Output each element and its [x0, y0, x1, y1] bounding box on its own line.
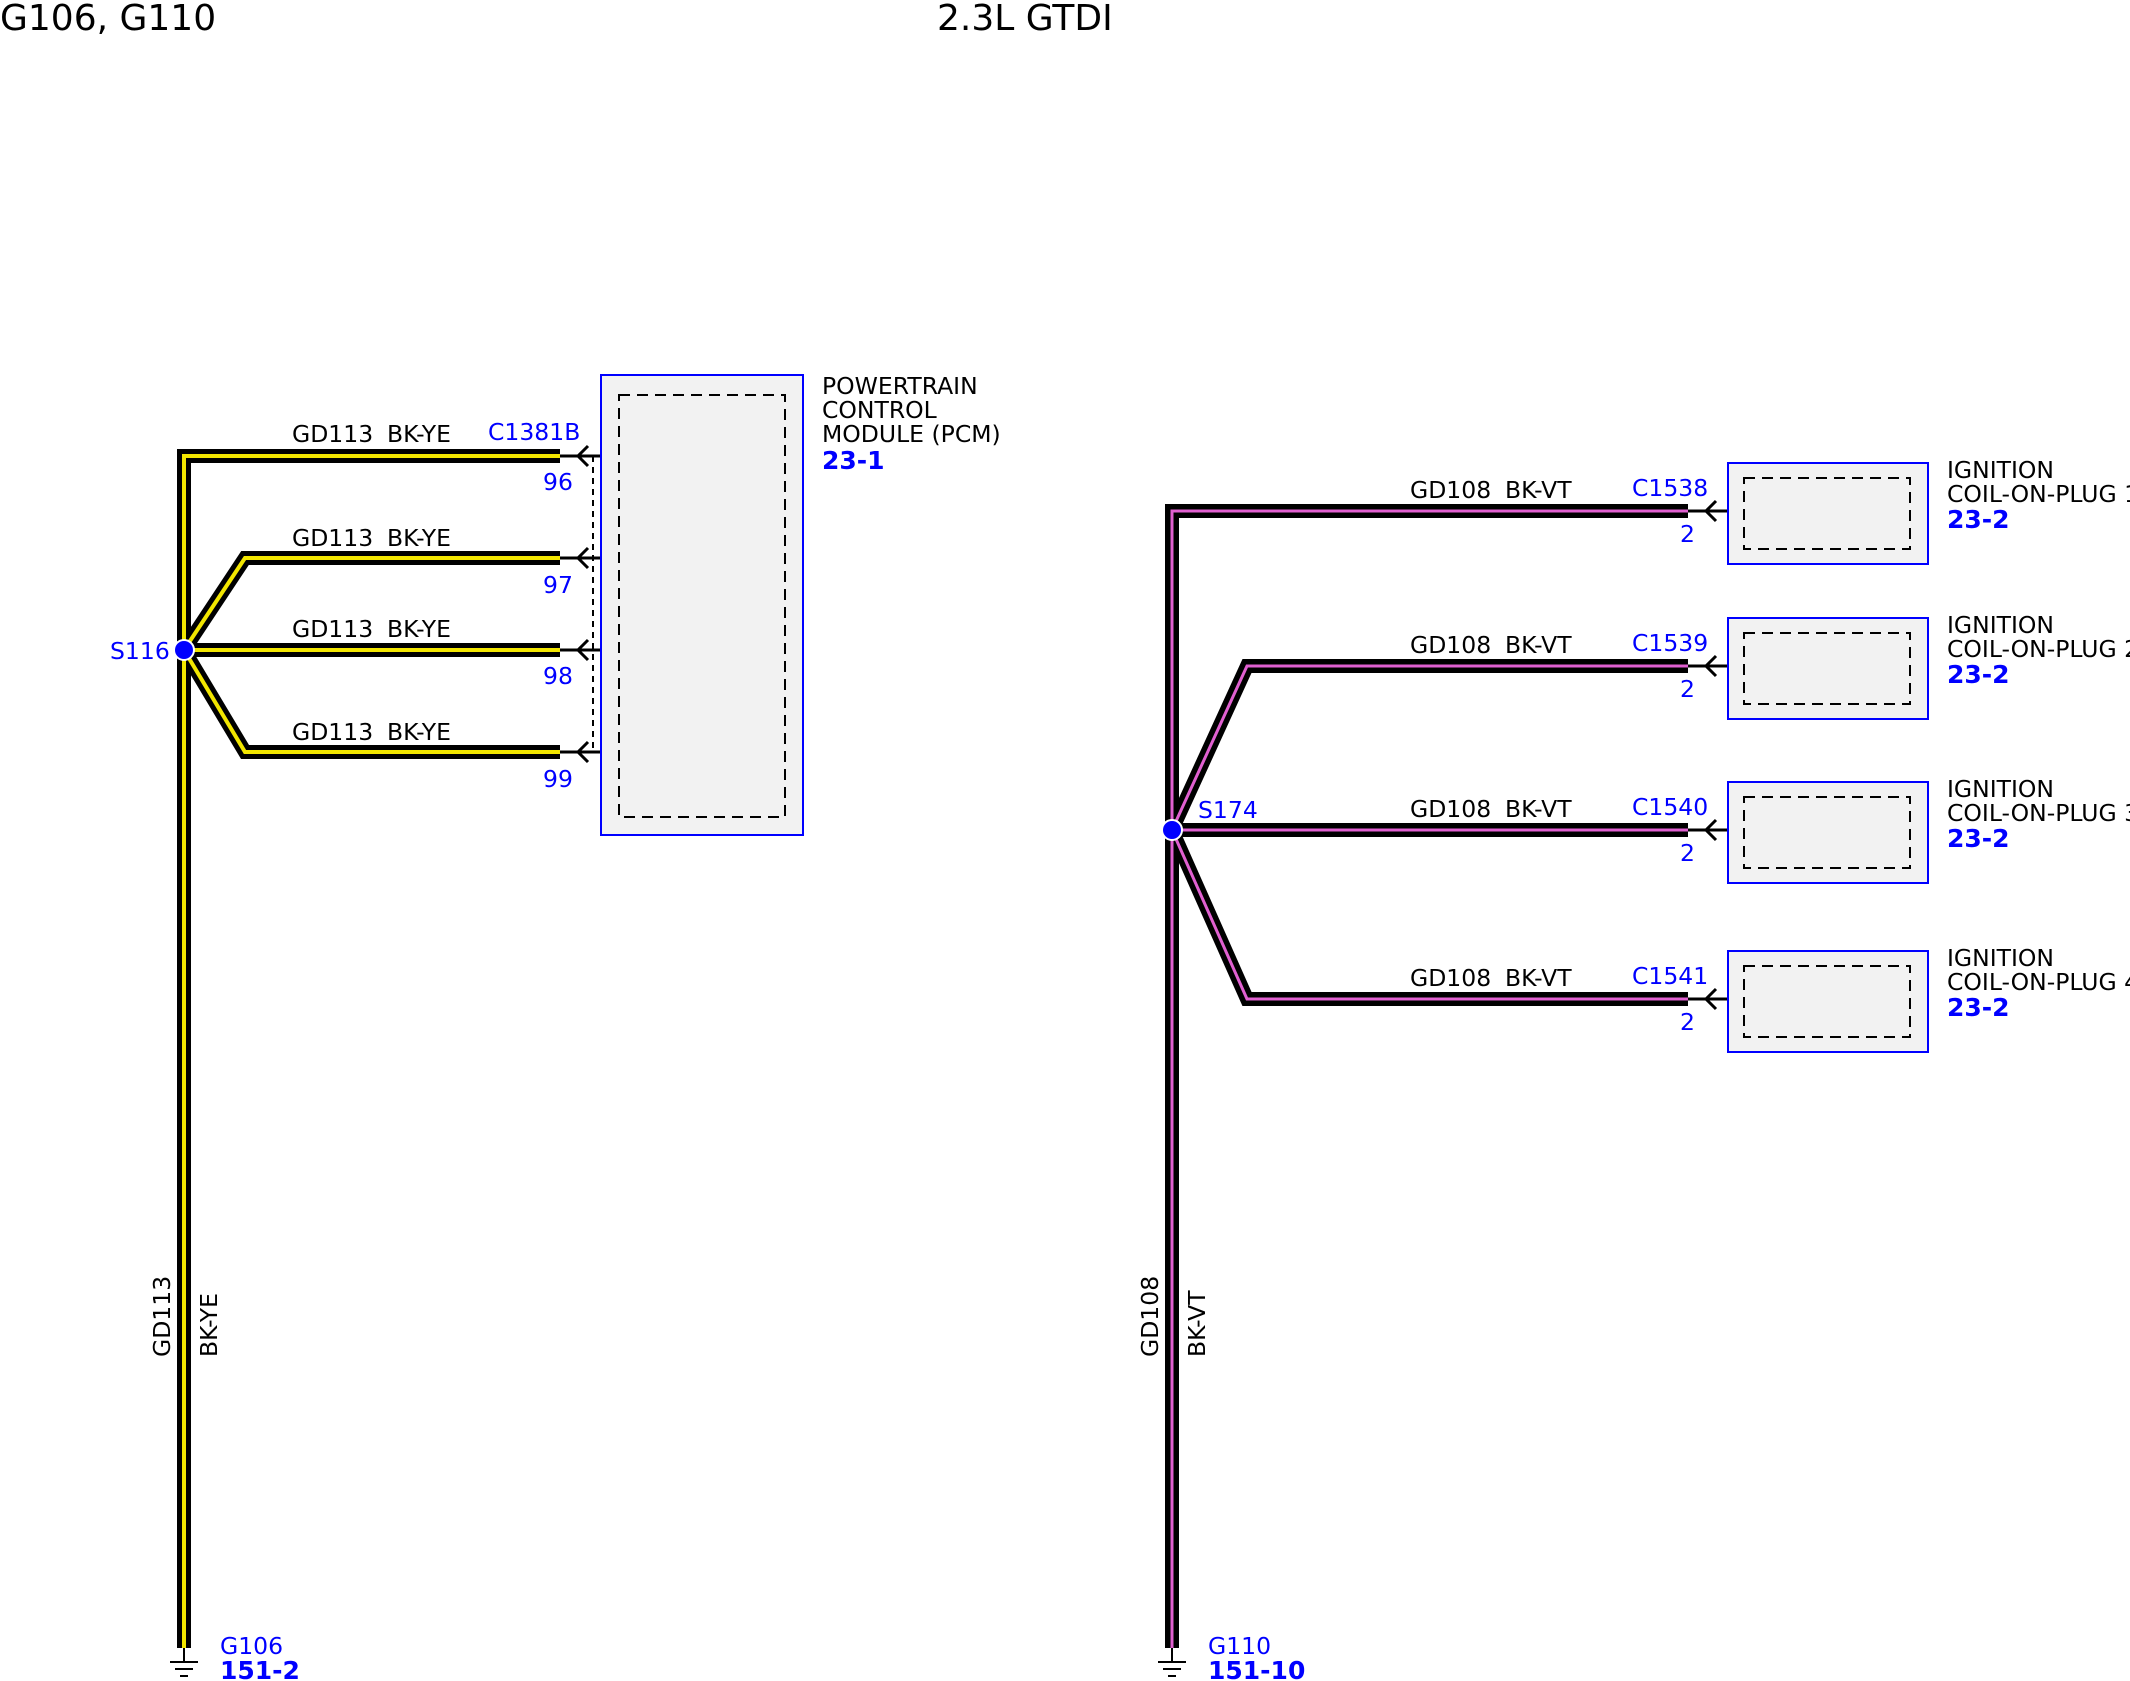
coil-name-line2: COIL-ON-PLUG 3	[1947, 799, 2130, 827]
connector-label: C1539	[1632, 629, 1708, 657]
pin-number: 2	[1680, 1008, 1695, 1036]
wire-label-color: BK-VT	[1505, 476, 1572, 504]
coil-name-line1: IGNITION	[1947, 944, 2054, 972]
pin-number: 99	[543, 765, 573, 793]
wire-label-color: BK-YE	[387, 718, 451, 746]
splice-s174-label: S174	[1198, 796, 1258, 824]
wire-label-circuit: GD108	[1410, 631, 1491, 659]
pin-number: 98	[543, 662, 573, 690]
left-circuit: S116 GD113 BK-YE GD113 BK-YE GD113 BK-YE…	[110, 372, 1001, 1681]
component-coil-2[interactable]	[1727, 617, 1929, 720]
wire-label-color: BK-VT	[1505, 795, 1572, 823]
component-coil-1[interactable]	[1727, 462, 1929, 565]
component-pcm-name-line3: MODULE (PCM)	[822, 420, 1001, 448]
coil-name-line2: COIL-ON-PLUG 1	[1947, 480, 2130, 508]
pin-number: 96	[543, 468, 573, 496]
ground-g110-label: G110	[1208, 1632, 1271, 1660]
wire-label-color: BK-YE	[387, 615, 451, 643]
coil-ref[interactable]: 23-2	[1947, 505, 2010, 534]
coil-name-line1: IGNITION	[1947, 775, 2054, 803]
splice-s116[interactable]	[173, 639, 195, 661]
ground-g110-icon	[1158, 1648, 1186, 1677]
component-pcm-ref[interactable]: 23-1	[822, 446, 885, 475]
wire-gd108-bundle	[1165, 504, 1688, 1648]
ground-g106-ref[interactable]: 151-2	[220, 1656, 300, 1681]
vertical-wire-color: BK-VT	[1183, 1290, 1211, 1357]
wire-gd113-bundle	[177, 449, 560, 1648]
connector-label: C1540	[1632, 793, 1708, 821]
component-coil-4[interactable]	[1727, 950, 1929, 1053]
ground-g110-ref[interactable]: 151-10	[1208, 1656, 1305, 1681]
ground-g106-icon	[170, 1648, 198, 1677]
header-ground-ids: G106, G110	[0, 0, 216, 39]
right-circuit: S174 GD108 BK-VT C1538 2 IGNITION COIL-O…	[1136, 456, 2130, 1681]
wire-label-circuit: GD108	[1410, 964, 1491, 992]
vertical-wire-color: BK-YE	[195, 1293, 223, 1357]
vertical-wire-circuit: GD113	[148, 1276, 176, 1357]
vertical-wire-circuit: GD108	[1136, 1276, 1164, 1357]
coil-ref[interactable]: 23-2	[1947, 660, 2010, 689]
wire-label-circuit: GD113	[292, 718, 373, 746]
splice-s174[interactable]	[1161, 819, 1183, 841]
connector-label: C1381B	[488, 418, 580, 446]
wire-label-color: BK-VT	[1505, 964, 1572, 992]
pin-number: 2	[1680, 520, 1695, 548]
coil-connector-pins	[1688, 499, 1743, 1011]
wire-label-circuit: GD113	[292, 615, 373, 643]
wire-label-color: BK-YE	[387, 524, 451, 552]
wire-label-circuit: GD108	[1410, 476, 1491, 504]
pin-number: 97	[543, 571, 573, 599]
coil-name-line1: IGNITION	[1947, 611, 2054, 639]
component-pcm-name-line2: CONTROL	[822, 396, 937, 424]
component-coil-3[interactable]	[1727, 781, 1929, 884]
wire-label-circuit: GD113	[292, 524, 373, 552]
wire-label-circuit: GD108	[1410, 795, 1491, 823]
ground-g106-label: G106	[220, 1632, 283, 1660]
splice-s116-label: S116	[110, 637, 170, 665]
pin-number: 2	[1680, 675, 1695, 703]
connector-label: C1541	[1632, 962, 1708, 990]
pin-number: 2	[1680, 839, 1695, 867]
coil-name-line2: COIL-ON-PLUG 2	[1947, 635, 2130, 663]
wire-label-circuit: GD113	[292, 420, 373, 448]
coil-ref[interactable]: 23-2	[1947, 993, 2010, 1022]
wire-label-color: BK-VT	[1505, 631, 1572, 659]
wire-label-color: BK-YE	[387, 420, 451, 448]
coil-name-line2: COIL-ON-PLUG 4	[1947, 968, 2130, 996]
header-engine: 2.3L GTDI	[937, 0, 1113, 39]
component-pcm[interactable]	[600, 374, 804, 836]
coil-name-line1: IGNITION	[1947, 456, 2054, 484]
connector-label: C1538	[1632, 474, 1708, 502]
component-pcm-name-line1: POWERTRAIN	[822, 372, 978, 400]
coil-ref[interactable]: 23-2	[1947, 824, 2010, 853]
